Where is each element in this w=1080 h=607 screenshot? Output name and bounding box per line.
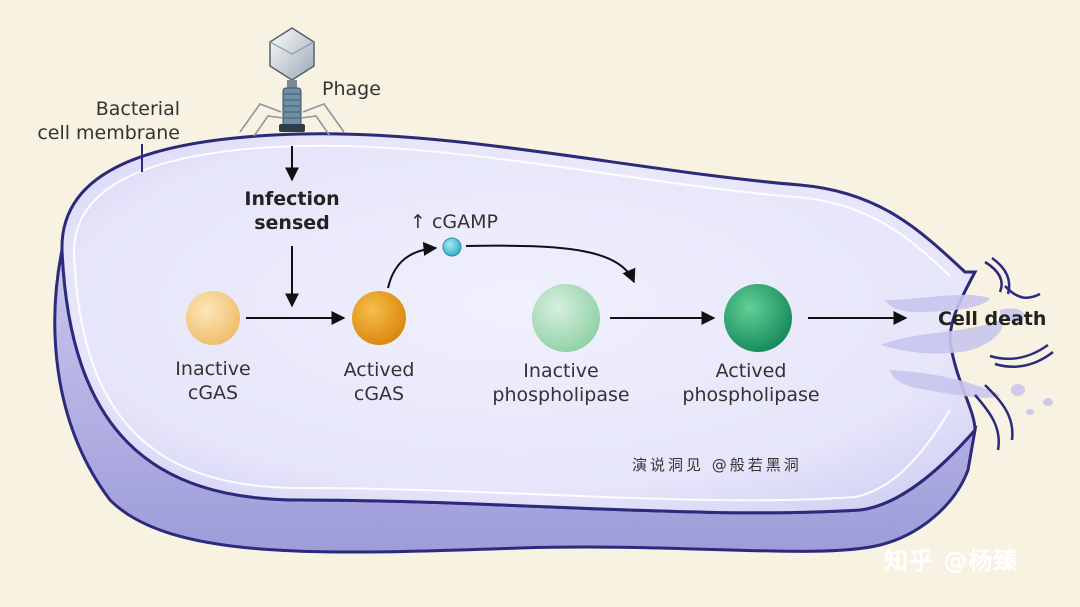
actived-phospholipase-icon: [724, 284, 792, 352]
actived-pl-label-line2: phospholipase: [682, 384, 820, 406]
cell-lysis-debris: [880, 294, 1053, 415]
inactive-phospholipase-label: Inactive phospholipase: [466, 359, 656, 407]
membrane-label: Bacterial cell membrane: [37, 97, 180, 145]
phage-icon: [239, 27, 345, 137]
inner-membrane-line: [73, 144, 951, 502]
membrane-label-line2: cell membrane: [37, 122, 180, 144]
inactive-cgas-label-line1: Inactive: [175, 358, 251, 380]
inactive-cgas-label: Inactive cGAS: [143, 357, 283, 405]
inner-watermark: 演说洞见 @般若黑洞: [632, 456, 802, 474]
actived-cgas-label-line1: Actived: [343, 359, 415, 381]
inactive-phospholipase-icon: [532, 284, 600, 352]
actived-cgas-label-line2: cGAS: [353, 383, 405, 405]
inactive-pl-label-line1: Inactive: [523, 360, 599, 382]
actived-phospholipase-label: Actived phospholipase: [656, 359, 846, 407]
infection-label-line2: sensed: [254, 212, 330, 234]
cell-death-label: Cell death: [938, 308, 1047, 330]
infection-sensed-label: Infection sensed: [232, 187, 352, 235]
cgamp-icon: [442, 237, 462, 257]
inactive-cgas-icon: [186, 291, 240, 345]
cgamp-label: ↑ cGAMP: [410, 211, 498, 233]
infection-label-line1: Infection: [244, 188, 340, 210]
arrow-cgamp-to-phospholipase: [465, 244, 636, 284]
pathway-arrows: [246, 146, 908, 325]
inactive-cgas-label-line2: cGAS: [187, 382, 239, 404]
phage-label: Phage: [322, 78, 381, 100]
membrane-fragments: [974, 256, 1054, 451]
actived-cgas-icon: [352, 291, 406, 345]
actived-pl-label-line1: Actived: [715, 360, 787, 382]
arrow-cgas-to-cgamp: [387, 241, 438, 289]
membrane-label-line1: Bacterial: [95, 98, 180, 120]
inactive-pl-label-line2: phospholipase: [492, 384, 630, 406]
corner-watermark: 知乎 @杨臻: [884, 547, 1019, 575]
actived-cgas-label: Actived cGAS: [309, 358, 449, 406]
